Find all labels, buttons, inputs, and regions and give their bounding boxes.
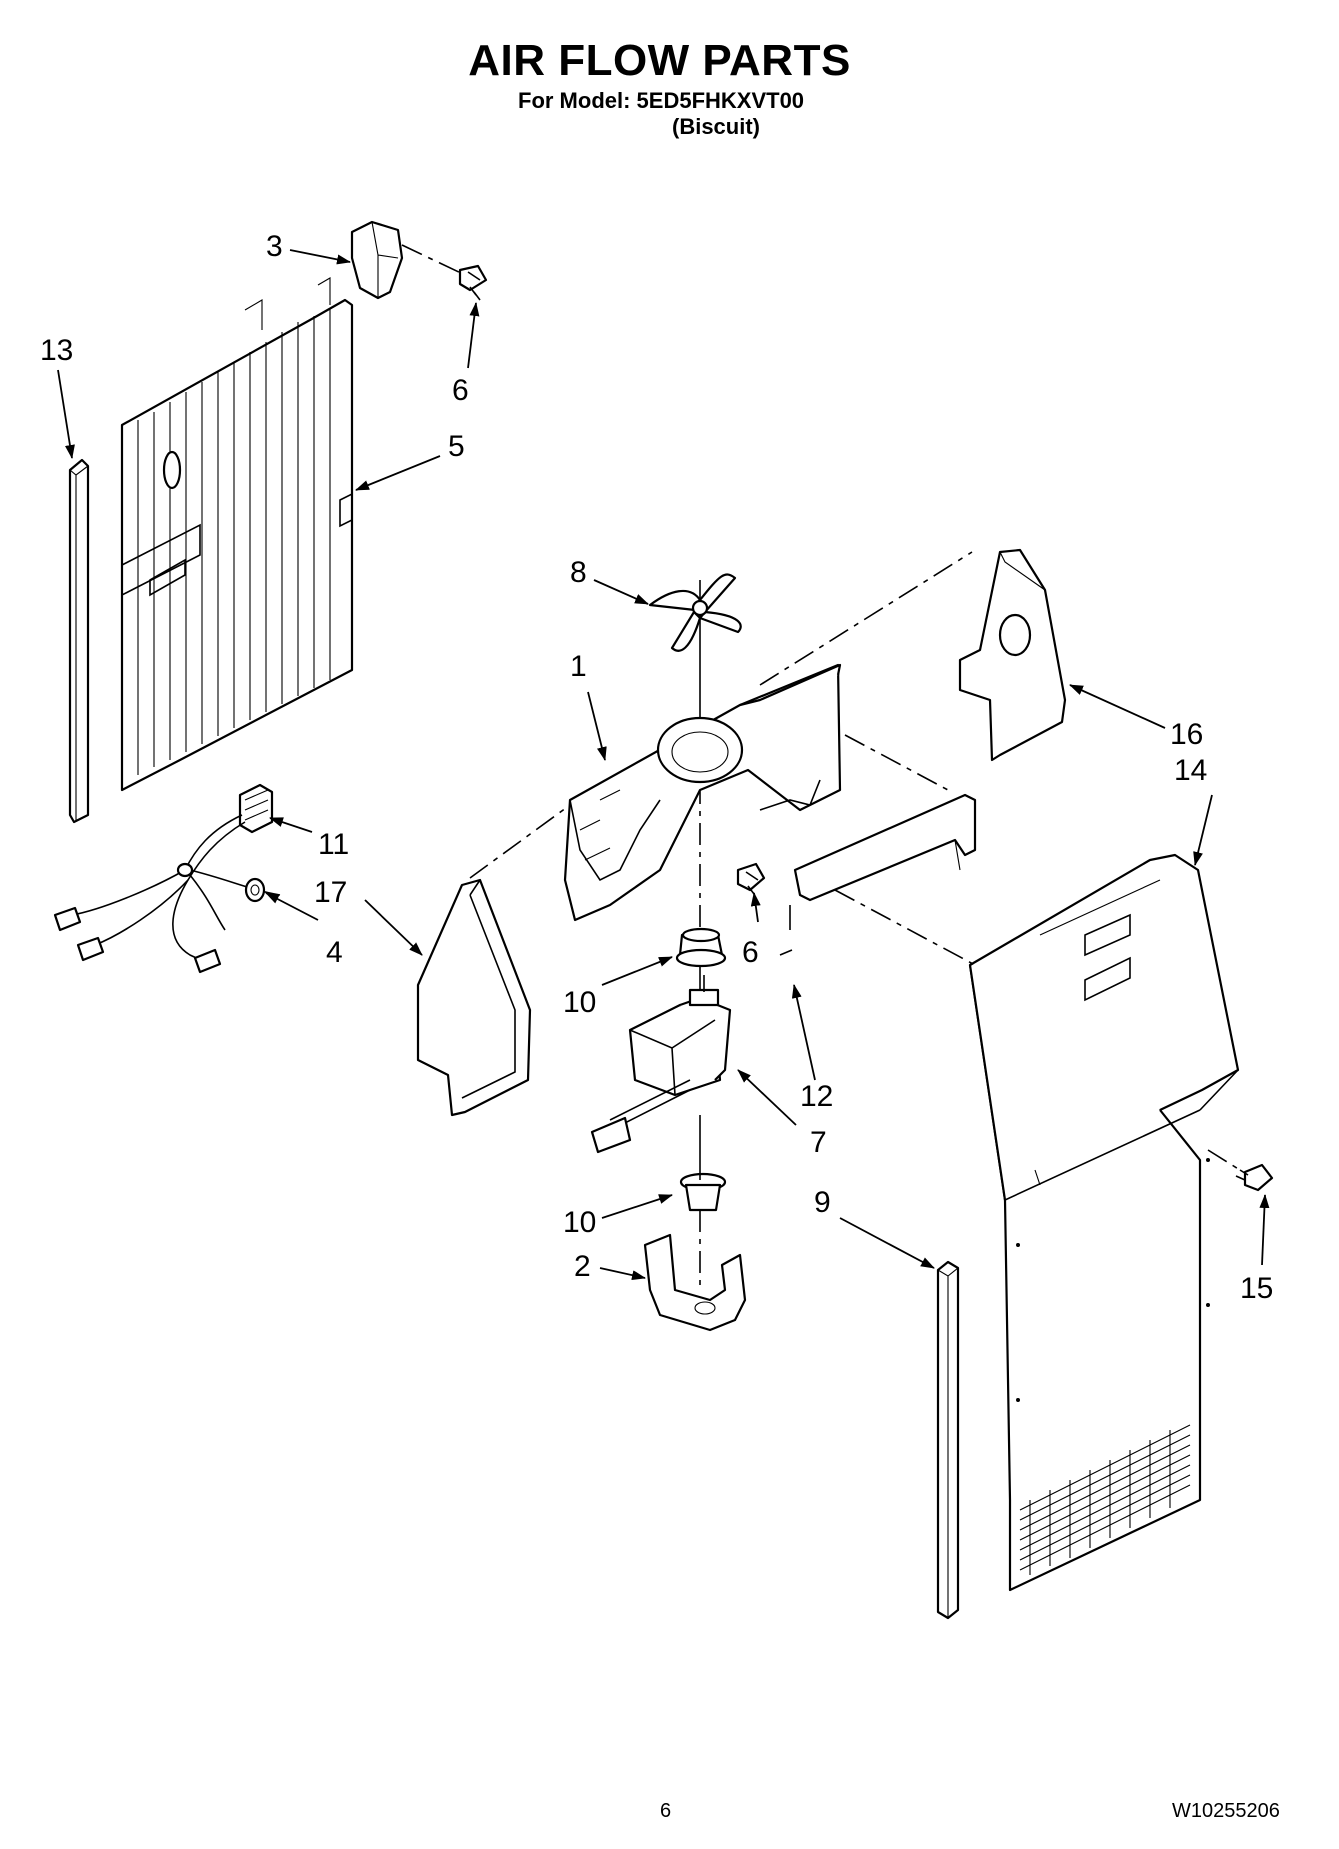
color-line: (Biscuit) xyxy=(672,114,760,139)
callout-6-middle: 6 xyxy=(742,936,759,969)
part-7-fan-motor xyxy=(590,975,732,1154)
part-10-grommet-upper xyxy=(675,927,727,968)
part-14-air-duct-cover xyxy=(968,853,1240,1592)
callout-4: 4 xyxy=(326,936,343,969)
callout-12: 12 xyxy=(800,1080,833,1113)
page-title: AIR FLOW PARTS xyxy=(468,36,851,85)
part-8-fan-blade xyxy=(648,573,742,652)
callout-1: 1 xyxy=(570,650,587,683)
callout-6-top: 6 xyxy=(452,374,469,407)
callout-13: 13 xyxy=(40,334,73,367)
part-3-cap xyxy=(350,220,404,300)
part-13-gasket xyxy=(68,458,90,824)
callout-3: 3 xyxy=(266,230,283,263)
part-11-wire-harness xyxy=(53,783,281,974)
model-line: For Model: 5ED5FHKXVT00 xyxy=(518,88,805,113)
part-2-motor-bracket xyxy=(643,1233,747,1332)
callout-8: 8 xyxy=(570,556,587,589)
callout-14: 14 xyxy=(1174,754,1207,787)
part-5-evaporator-cover xyxy=(120,277,354,792)
leader-lines xyxy=(57,249,1270,1281)
callout-17: 17 xyxy=(314,876,347,909)
callout-16: 16 xyxy=(1170,718,1203,751)
part-4-grommet xyxy=(244,877,266,903)
callout-2: 2 xyxy=(574,1250,591,1283)
document-number: W10255206 xyxy=(1172,1800,1280,1822)
callout-10-lower: 10 xyxy=(563,1206,596,1239)
page-number: 6 xyxy=(660,1800,672,1822)
callout-5: 5 xyxy=(448,430,465,463)
part-9-gasket xyxy=(936,1260,960,1620)
part-10-grommet-lower xyxy=(679,1172,727,1212)
part-16-air-baffle xyxy=(958,548,1067,762)
part-6-screw-top xyxy=(458,264,488,301)
part-17-air-baffle xyxy=(416,878,532,1117)
callout-11: 11 xyxy=(318,828,349,861)
part-15-screw xyxy=(1235,1163,1274,1192)
callout-labels: 3 6 13 5 8 1 16 14 11 17 4 6 10 12 7 9 1… xyxy=(40,230,1273,1305)
part-1-fan-housing xyxy=(563,663,842,922)
callout-9: 9 xyxy=(814,1186,831,1219)
part-12-bracket xyxy=(779,793,977,956)
part-6-screw-middle xyxy=(736,862,766,895)
callout-10-upper: 10 xyxy=(563,986,596,1019)
callout-7: 7 xyxy=(810,1126,827,1159)
callout-15: 15 xyxy=(1240,1272,1273,1305)
